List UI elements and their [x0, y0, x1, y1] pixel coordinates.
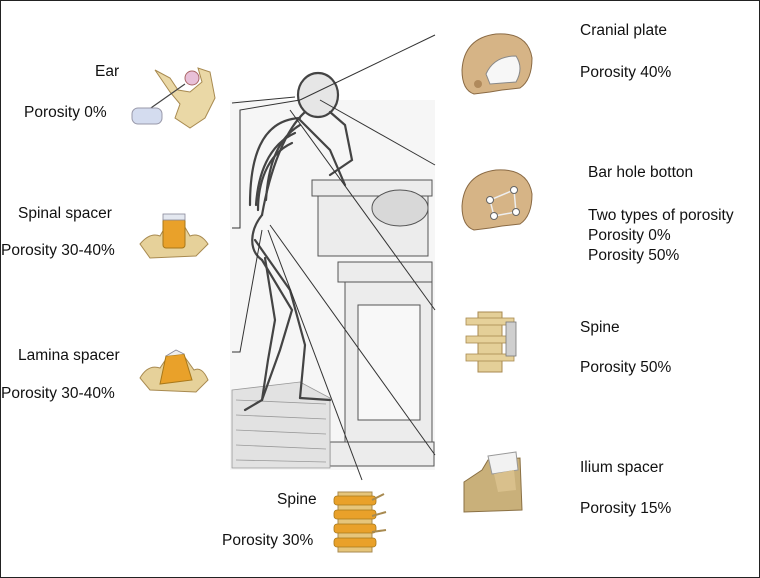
cranial-plate-label: Cranial plate [580, 22, 668, 39]
lamina-spacer-label: Lamina spacer [18, 347, 120, 364]
bar-hole-porosity-b: Porosity 50% [588, 247, 680, 264]
ilium-spacer-porosity: Porosity 15% [580, 500, 672, 517]
pedestal [311, 179, 435, 467]
line-bar-hole [319, 99, 436, 166]
vertebra-icon [465, 311, 517, 373]
bar-hole-porosity-a: Porosity 0% [588, 227, 671, 244]
cranial-plate-porosity: Porosity 40% [580, 64, 672, 81]
leader-lines [231, 34, 436, 481]
line-ilium [269, 224, 436, 456]
bar-hole-label: Bar hole botton [588, 164, 694, 181]
spine-bottom-porosity: Porosity 30% [222, 532, 314, 549]
spinal-spacer-label: Spinal spacer [18, 205, 112, 222]
line-cranial-plate [299, 34, 436, 101]
skull-icon [461, 169, 533, 231]
vertebra-icon [139, 213, 209, 259]
spine-bottom-label: Spine [277, 491, 317, 508]
spine-right-porosity: Porosity 50% [580, 359, 672, 376]
ear-ossicle-icon [131, 67, 216, 129]
table-skull [371, 189, 429, 227]
skull-icon [461, 33, 533, 95]
lamina-spacer-porosity: Porosity 30-40% [1, 385, 115, 402]
line-spine-bottom [267, 229, 363, 481]
bar-hole-types: Two types of porosity [588, 207, 734, 224]
spinal-spacer-porosity: Porosity 30-40% [1, 242, 115, 259]
line-lamina-spacer [232, 229, 263, 353]
ear-porosity: Porosity 0% [24, 104, 107, 121]
line-spinal-spacer [232, 99, 301, 229]
line-ear [231, 96, 296, 104]
ilium-block-icon [463, 451, 523, 513]
line-spine-right [289, 109, 436, 311]
skeleton-illustration [230, 71, 435, 470]
skeleton-figure [243, 71, 354, 412]
spine-right-label: Spine [580, 319, 620, 336]
ilium-spacer-label: Ilium spacer [580, 459, 664, 476]
ground-hatching [231, 381, 331, 469]
vertebra-icon [333, 491, 387, 553]
vertebra-icon [139, 349, 209, 393]
ear-label: Ear [95, 63, 120, 80]
